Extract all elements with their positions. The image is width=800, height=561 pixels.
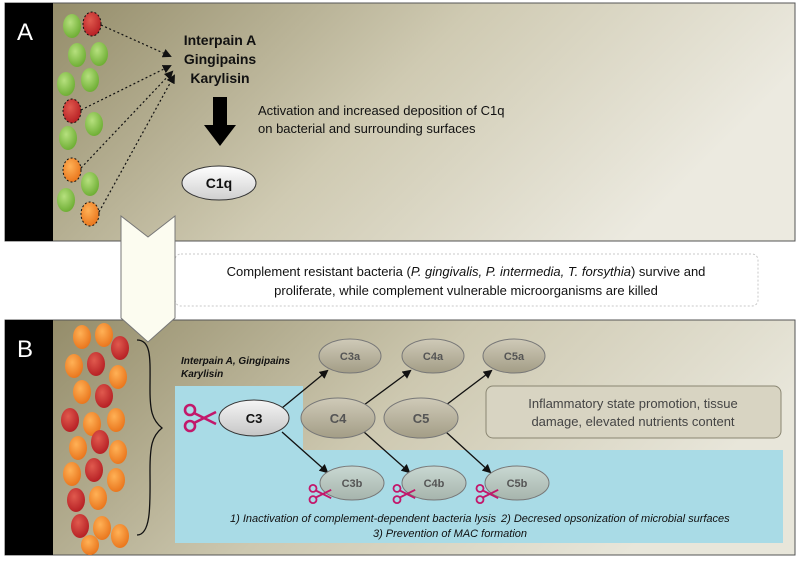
bacterium-orange	[80, 201, 100, 227]
scissors-icon	[392, 483, 416, 505]
c3-node	[218, 399, 290, 437]
c4a-label: C4a	[423, 351, 444, 363]
note-line-2: proliferate, while complement vulnerable…	[274, 283, 658, 298]
c5b-label: C5b	[507, 478, 528, 490]
c4a-node	[401, 338, 465, 374]
enzyme-gingipains: Gingipains	[184, 51, 257, 67]
scissors-icon	[475, 483, 499, 505]
c5b-node	[484, 465, 550, 501]
c1q-node	[181, 165, 257, 201]
bacterium-green	[57, 72, 75, 96]
transition-arrow-icon	[120, 214, 176, 343]
note-line-1: Complement resistant bacteria (P. gingiv…	[227, 264, 706, 279]
c5a-node	[482, 338, 546, 374]
inflammation-line-2: damage, elevated nutrients content	[531, 414, 734, 429]
b-enzymes-line-1: Interpain A, Gingipains	[181, 356, 291, 367]
bacterium-red	[62, 98, 82, 124]
cascade-arrows	[281, 369, 493, 474]
scissors-icon	[308, 483, 332, 505]
c3-label: C3	[246, 411, 263, 426]
outcome-2: 2) Decresed opsonization of microbial su…	[500, 513, 730, 525]
panel-b-letter: B	[17, 336, 33, 363]
c1q-label: C1q	[206, 175, 232, 191]
outcome-3: 3) Prevention of MAC formation	[373, 528, 527, 540]
c4-label: C4	[330, 411, 347, 426]
bacterium-green	[81, 172, 99, 196]
c3b-node	[319, 465, 385, 501]
activation-line-1: Activation and increased deposition of C…	[258, 103, 504, 118]
c4b-label: C4b	[424, 478, 445, 490]
bacterium-red	[82, 11, 102, 37]
c3a-node	[318, 338, 382, 374]
inflammation-box	[485, 385, 782, 439]
bacterium-green	[57, 188, 75, 212]
c5a-label: C5a	[504, 351, 525, 363]
bacterium-green	[68, 43, 86, 67]
activation-line-2: on bacterial and surrounding surfaces	[258, 121, 476, 136]
b-enzymes-line-2: Karylisin	[181, 369, 223, 380]
enzyme-interpain: Interpain A	[184, 32, 257, 48]
inhibition-region	[175, 386, 783, 543]
scissors-icon	[183, 403, 217, 433]
outcome-1: 1) Inactivation of complement-dependent …	[230, 513, 496, 525]
c3b-label: C3b	[342, 478, 363, 490]
bacterium-orange	[62, 157, 82, 183]
panel-b-bacteria	[61, 323, 129, 555]
bacterium-green	[85, 112, 103, 136]
panel-a-bacteria	[57, 11, 108, 227]
down-arrow-icon	[204, 97, 236, 146]
c5-node	[383, 397, 459, 439]
c4b-node	[401, 465, 467, 501]
bacterium-green	[63, 14, 81, 38]
c5-label: C5	[413, 411, 430, 426]
c4-node	[300, 397, 376, 439]
inflammation-line-1: Inflammatory state promotion, tissue	[528, 396, 738, 411]
panel-a-letter: A	[17, 19, 33, 46]
enzyme-arrows	[80, 24, 175, 213]
bacterium-green	[59, 126, 77, 150]
panel-b: B	[4, 319, 796, 556]
panel-a: A Interpain A Gingipains	[4, 2, 796, 242]
middle-note: Complement resistant bacteria (P. gingiv…	[174, 253, 759, 307]
enzymes-label: Interpain A Gingipains Karylisin	[184, 32, 257, 86]
enzyme-karylisin: Karylisin	[190, 70, 249, 86]
bacterium-green	[90, 42, 108, 66]
c3a-label: C3a	[340, 351, 361, 363]
bacterium-green	[81, 68, 99, 92]
bracket	[136, 339, 164, 536]
